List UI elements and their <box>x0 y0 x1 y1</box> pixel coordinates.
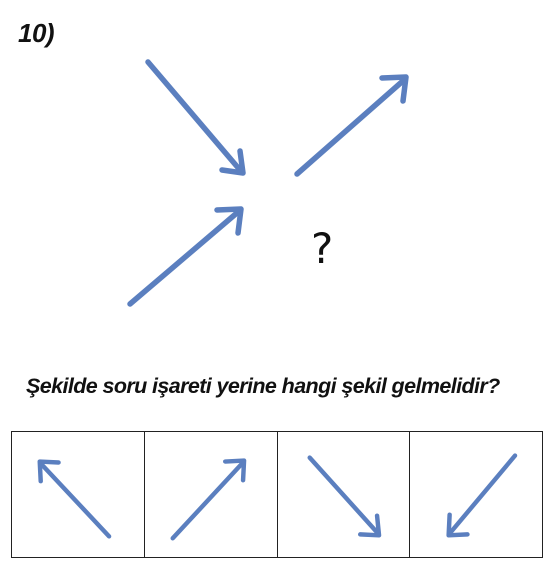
option-a[interactable] <box>12 432 145 557</box>
question-mark: ? <box>311 224 334 273</box>
option-c[interactable] <box>278 432 411 557</box>
answer-options <box>11 431 543 558</box>
arrow-up-right-icon <box>170 458 247 541</box>
arrow-up-left-icon <box>37 459 112 539</box>
option-d[interactable] <box>410 432 542 557</box>
question-prompt: Şekilde soru işareti yerine hangi şekil … <box>26 374 500 398</box>
option-b[interactable] <box>145 432 278 557</box>
arrow-down-right-icon <box>306 455 381 538</box>
question-number: 10) <box>18 18 55 48</box>
arrow-down-left-icon <box>446 453 518 538</box>
